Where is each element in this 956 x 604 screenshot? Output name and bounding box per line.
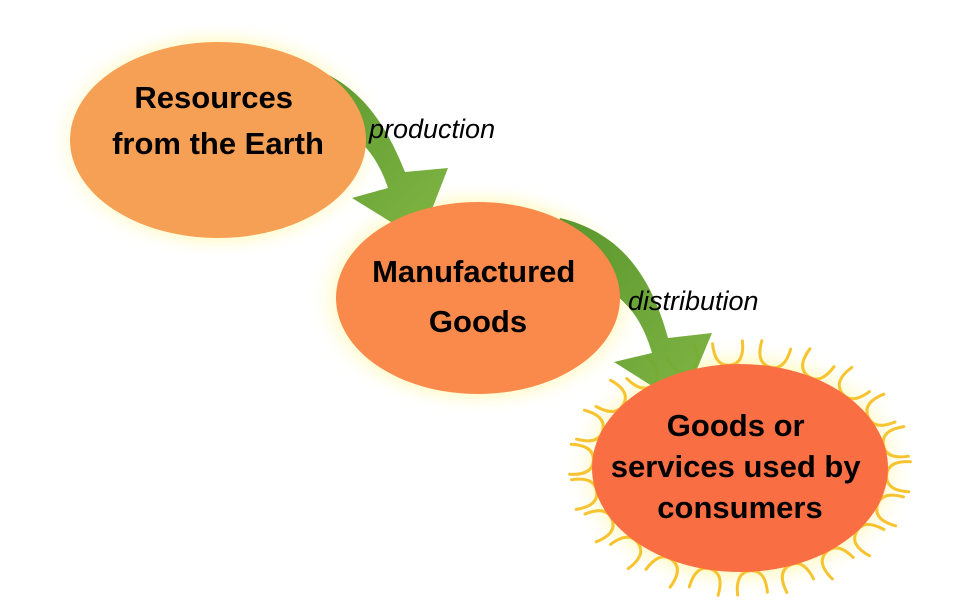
edge-labels: production distribution xyxy=(368,114,759,316)
consumers-node xyxy=(592,364,888,572)
node-labels: Resources from the Earth Manufactured Go… xyxy=(112,80,870,525)
consumers-label: Goods or services used by consumers xyxy=(611,408,870,525)
distribution-label: distribution xyxy=(628,286,759,316)
manufactured-node xyxy=(336,202,620,394)
nodes-layer xyxy=(70,42,888,572)
production-label: production xyxy=(368,114,495,144)
manufactured-label: Manufactured Goods xyxy=(372,254,584,339)
resources-label: Resources from the Earth xyxy=(112,80,324,161)
resources-node xyxy=(70,42,366,238)
